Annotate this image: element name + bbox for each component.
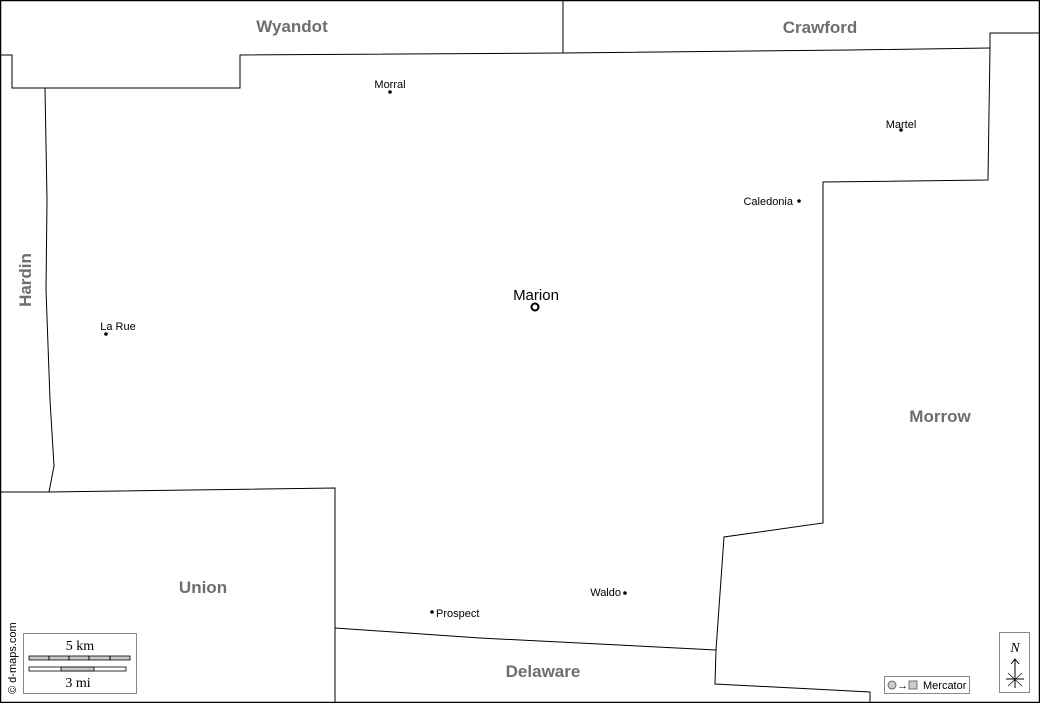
- arrow-icon: →: [897, 680, 908, 692]
- place-dot-waldo: [623, 591, 627, 595]
- county-seat-marker: [530, 302, 540, 312]
- north-arrow: N: [999, 632, 1030, 693]
- place-label-waldo: Waldo: [590, 587, 621, 599]
- projection-label: Mercator: [923, 680, 967, 692]
- county-label-union: Union: [179, 578, 227, 597]
- place-label-prospect: Prospect: [436, 608, 479, 620]
- county-label-crawford: Crawford: [783, 18, 858, 37]
- projection-legend: → Mercator: [884, 676, 970, 694]
- place-dot-caledonia: [797, 199, 801, 203]
- place-dot-prospect: [430, 610, 434, 614]
- county-label-delaware: Delaware: [506, 662, 581, 681]
- delaware-boundary: [334, 627, 717, 651]
- place-label-caledonia: Caledonia: [743, 196, 793, 208]
- place-dot-la-rue: [104, 332, 108, 336]
- place-label-martel: Martel: [886, 119, 917, 131]
- scale-km-bar: [28, 655, 131, 661]
- north-label: N: [1009, 641, 1020, 656]
- square-icon: [908, 680, 918, 690]
- marion-east-boundary: [714, 32, 1040, 703]
- scale-bar: 5 km 3 mi: [23, 633, 137, 694]
- place-label-marion: Marion: [513, 287, 559, 304]
- county-label-morrow: Morrow: [909, 407, 971, 426]
- circle-icon: [887, 680, 897, 690]
- place-label-morral: Morral: [374, 79, 405, 91]
- scale-km-label: 5 km: [66, 639, 95, 654]
- place-dot-morral: [388, 90, 392, 94]
- union-boundary: [0, 487, 336, 703]
- county-label-wyandot: Wyandot: [256, 17, 328, 36]
- credit-text: © d-maps.com: [7, 622, 19, 694]
- county-label-hardin: Hardin: [16, 253, 35, 307]
- marion-west-boundary: [44, 87, 55, 493]
- place-label-la-rue: La Rue: [100, 321, 135, 333]
- place-dot-martel: [899, 128, 903, 132]
- scale-mi-label: 3 mi: [65, 676, 90, 691]
- marion-north-boundary: [0, 47, 991, 89]
